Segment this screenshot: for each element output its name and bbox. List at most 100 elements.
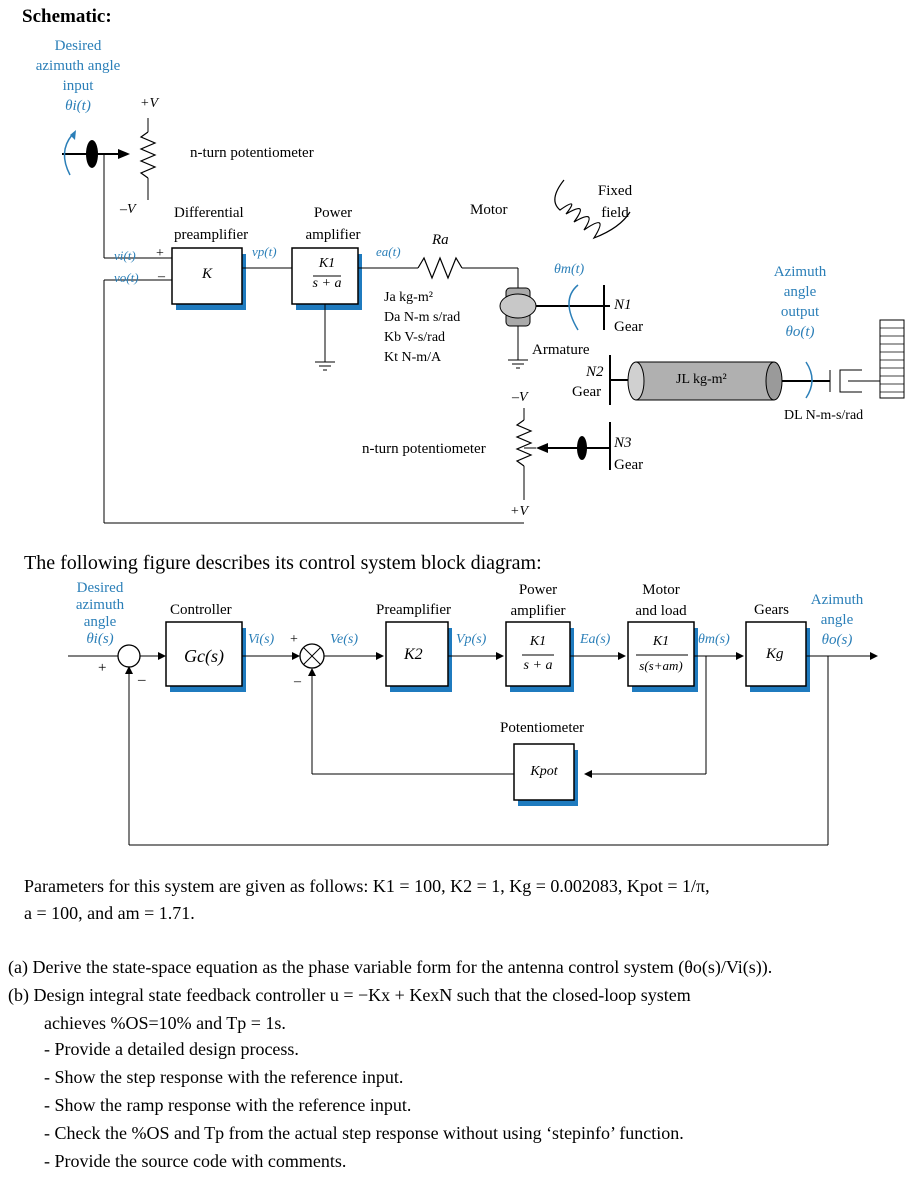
diff-preamp-line: Differential xyxy=(174,205,244,221)
vi-signal: Vi(s) xyxy=(248,632,275,647)
vo-label: vo(t) xyxy=(114,270,139,285)
bullet-item: - Provide the source code with comments. xyxy=(44,1151,347,1171)
bd-k1-num: K1 xyxy=(529,634,547,649)
bd-azimuth-line: θo(s) xyxy=(821,632,853,648)
ea-label: ea(t) xyxy=(376,244,401,259)
ve-signal: Ve(s) xyxy=(330,632,358,647)
motor-label: Motor xyxy=(470,202,508,218)
question-b-line2: achieves %OS=10% and Tp = 1s. xyxy=(44,1013,286,1033)
n2-line: Gear xyxy=(572,384,602,400)
theta-m-signal: θm(s) xyxy=(698,632,730,647)
fixed-field-line: field xyxy=(601,205,629,221)
bd-desired-line: θi(s) xyxy=(86,631,114,647)
kpot-block: Kpot xyxy=(530,764,558,779)
vp-label: vp(t) xyxy=(252,244,277,259)
fixed-field-label: Fixed field xyxy=(594,180,636,224)
n3-line: N3 xyxy=(614,435,632,451)
plus-v-top: +V xyxy=(140,96,158,111)
bd-minus-2: – xyxy=(294,674,301,689)
bullet-item: - Show the ramp response with the refere… xyxy=(44,1095,412,1115)
block-diagram-heading: The following figure describes its contr… xyxy=(24,552,542,574)
minus-sign: – xyxy=(158,269,165,284)
question-b-line1: (b) Design integral state feedback contr… xyxy=(8,985,691,1005)
gc-block: Gc(s) xyxy=(184,646,224,666)
motor-num: K1 xyxy=(652,634,670,649)
bullet-item: - Provide a detailed design process. xyxy=(44,1039,299,1059)
ea-signal: Ea(s) xyxy=(580,632,611,647)
k-block: K xyxy=(202,266,213,282)
n1-line: N1 xyxy=(614,297,632,313)
params-line-1: Parameters for this system are given as … xyxy=(24,876,710,896)
bd-azimuth-line: Azimuth xyxy=(810,592,864,608)
bullet-item: - Check the %OS and Tp from the actual s… xyxy=(44,1123,684,1143)
diff-preamp-line: preamplifier xyxy=(174,227,249,243)
power-label: Power amplifier xyxy=(500,580,576,622)
motor-den: s(s+am) xyxy=(639,658,683,673)
desired-input-line: azimuth angle xyxy=(35,58,121,74)
bd-plus: + xyxy=(98,660,107,676)
bd-azimuth-line: angle xyxy=(820,612,854,628)
motor-param: Kt N-m/A xyxy=(384,350,442,365)
az-output-label: Azimuth angle output θo(t) xyxy=(764,262,836,342)
desired-input-line: input xyxy=(62,78,94,94)
bd-plus-2: + xyxy=(290,632,298,647)
potentiometer-label: Potentiometer xyxy=(500,720,585,736)
gears-label: Gears xyxy=(754,602,789,618)
desired-input-line: θi(t) xyxy=(65,98,91,114)
motor-load-line: and load xyxy=(635,603,687,619)
pot-bottom-label: n-turn potentiometer xyxy=(362,441,486,457)
n1-line: Gear xyxy=(614,319,644,335)
az-output-line: Azimuth xyxy=(773,264,827,280)
power-amp-line: Power xyxy=(313,205,353,221)
bd-azimuth-label: Azimuth angle θo(s) xyxy=(802,590,872,650)
dl-label: DL N-m-s/rad xyxy=(784,408,864,423)
k2-block: K2 xyxy=(404,646,423,663)
armature-label: Armature xyxy=(532,342,590,358)
vi-label: vi(t) xyxy=(114,248,136,263)
bd-k1-den: s + a xyxy=(523,658,553,673)
power-amp-label: Power amplifier xyxy=(296,202,370,246)
bd-desired-line: Desired xyxy=(76,580,124,596)
motor-load-line: Motor xyxy=(642,582,680,598)
plus-sign: + xyxy=(156,246,164,261)
desired-input-label: Desired azimuth angle input θi(t) xyxy=(28,36,128,116)
bd-minus: – xyxy=(138,672,146,688)
motor-param: Ja kg-m² xyxy=(384,290,433,305)
n3-line: Gear xyxy=(614,457,644,473)
n2-gear-label: N2 Gear xyxy=(572,362,604,402)
motor-load-label: Motor and load xyxy=(618,580,704,622)
k1-den: s + a xyxy=(312,276,342,291)
bd-desired-label: Desired azimuth angle θi(s) xyxy=(58,580,142,648)
n1-gear-label: N1 Gear xyxy=(614,294,643,338)
motor-param: Kb V-s/rad xyxy=(384,330,446,345)
motor-param: Da N-m s/rad xyxy=(384,310,461,325)
controller-label: Controller xyxy=(170,602,232,618)
theta-m-label: θm(t) xyxy=(554,262,585,277)
bd-desired-line: angle xyxy=(83,614,117,630)
bullet-item: - Show the step response with the refere… xyxy=(44,1067,404,1087)
fixed-field-line: Fixed xyxy=(597,183,633,199)
motor-params: Ja kg-m² Da N-m s/rad Kb V-s/rad Kt N-m/… xyxy=(384,288,460,368)
schematic-title: Schematic: xyxy=(22,6,112,27)
az-output-line: angle xyxy=(783,284,817,300)
minus-v-bottom: –V xyxy=(512,390,528,405)
power-amp-line: amplifier xyxy=(305,227,361,243)
n3-gear-label: N3 Gear xyxy=(614,432,643,476)
vp-signal: Vp(s) xyxy=(456,632,487,647)
minus-v-top: –V xyxy=(120,202,136,217)
plus-v-bottom: +V xyxy=(510,504,528,519)
n2-line: N2 xyxy=(586,364,604,380)
power-line: Power xyxy=(518,582,558,598)
az-output-line: θo(t) xyxy=(785,324,815,340)
preamp-label: Preamplifier xyxy=(376,602,451,618)
pot-top-label: n-turn potentiometer xyxy=(190,145,314,161)
ra-label: Ra xyxy=(432,232,449,248)
k1-num: K1 xyxy=(318,256,336,271)
desired-input-line: Desired xyxy=(54,38,102,54)
diff-preamp-label: Differential preamplifier xyxy=(174,202,248,246)
question-a: (a) Derive the state-space equation as t… xyxy=(8,957,773,977)
kg-block: Kg xyxy=(766,646,784,662)
bd-desired-line: azimuth xyxy=(75,597,125,613)
power-line: amplifier xyxy=(510,603,566,619)
